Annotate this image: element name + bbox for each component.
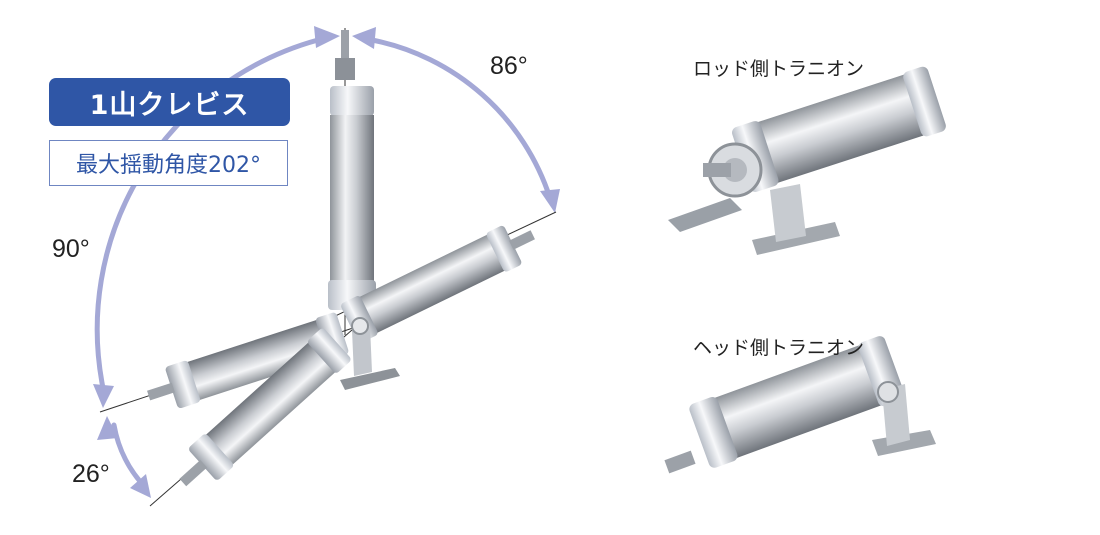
caption-rod-side-trunnion: ロッド側トラニオン xyxy=(693,58,865,80)
arrow-heads xyxy=(93,26,560,498)
cylinder-vertical xyxy=(328,30,376,310)
angle-label-bottom: 26° xyxy=(72,460,110,488)
angle-label-top: 86° xyxy=(490,52,528,80)
max-swing-angle-label: 最大揺動角度202° xyxy=(49,140,288,186)
cylinder-lower-left xyxy=(179,328,351,487)
caption-head-side-trunnion: ヘッド側トラニオン xyxy=(693,337,865,359)
head-side-trunnion-product xyxy=(664,336,936,474)
clevis-type-badge: 1山クレビス xyxy=(49,78,290,126)
rod-side-trunnion-product xyxy=(668,66,946,255)
clevis-bracket xyxy=(340,317,400,390)
angle-label-left: 90° xyxy=(52,235,90,263)
